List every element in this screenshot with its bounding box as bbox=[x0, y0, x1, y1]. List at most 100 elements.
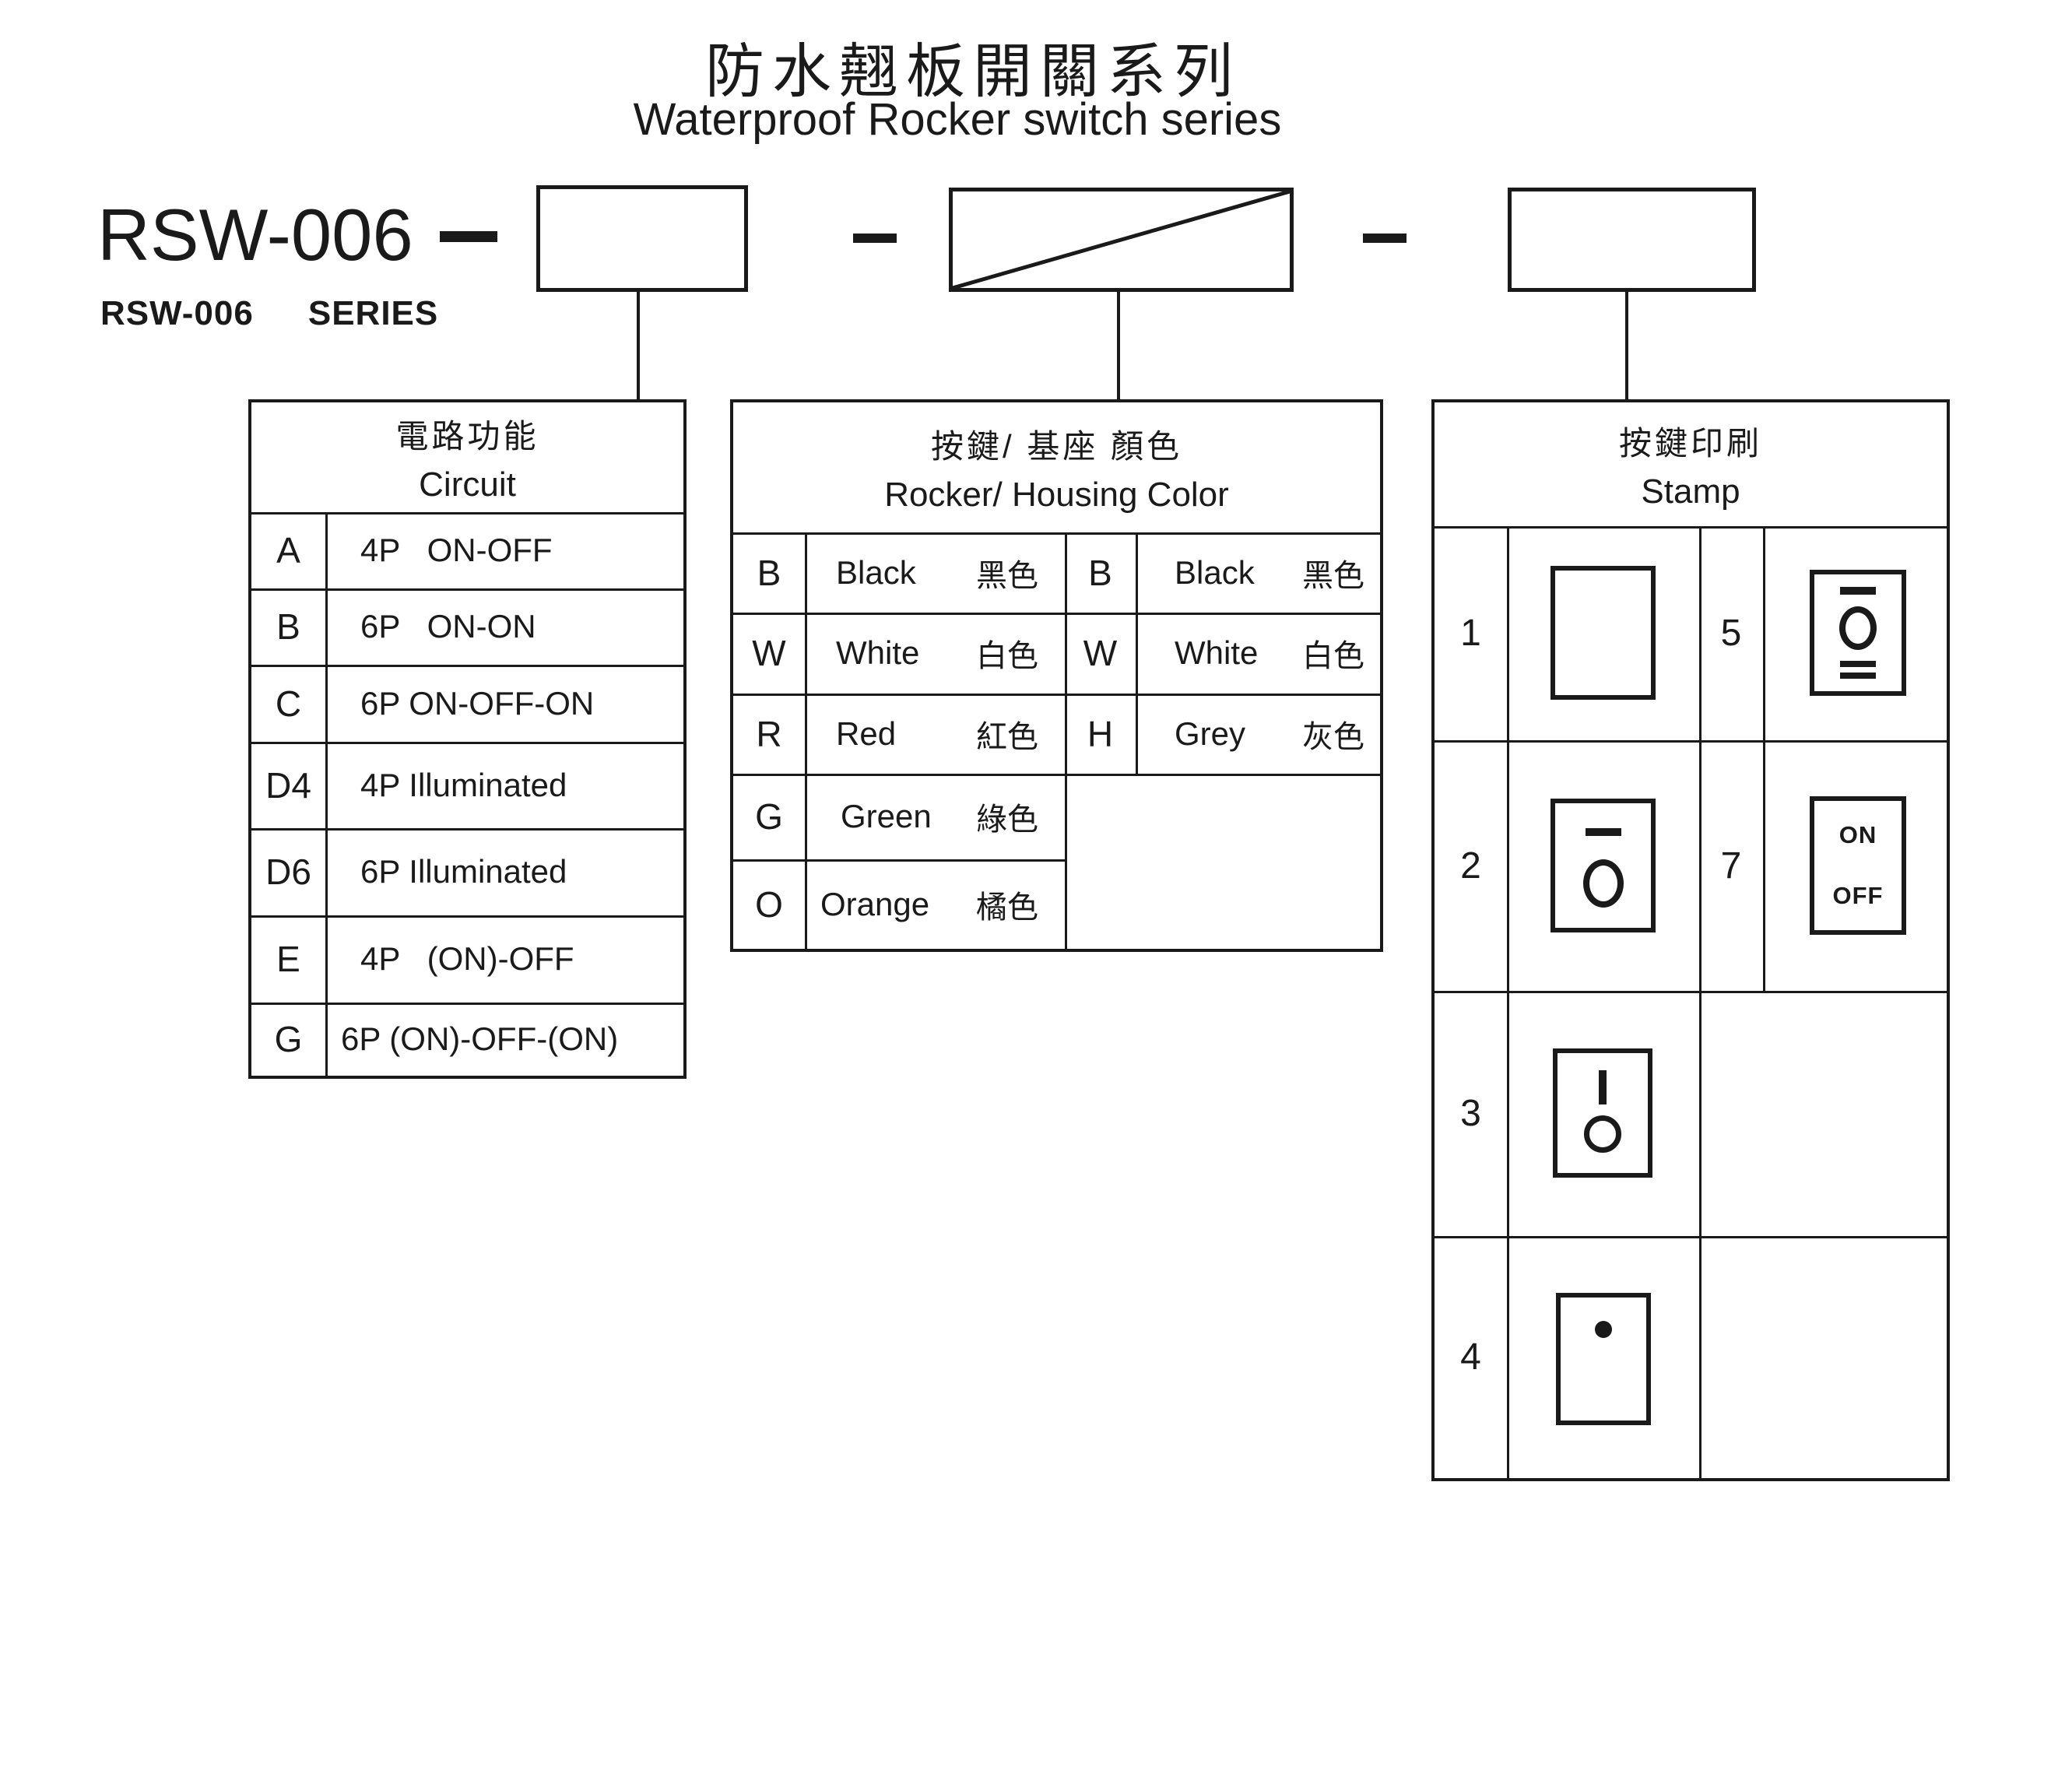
color-name-zh: 紅色 bbox=[976, 719, 1038, 754]
stamp-3-ibar-circle-rocker-icon bbox=[1553, 1048, 1652, 1178]
grid-line bbox=[251, 665, 683, 667]
stamp-num: 5 bbox=[1720, 613, 1742, 654]
stamp-table: 按鍵印刷 Stamp 1 2 3 4 5 7 bbox=[1431, 399, 1950, 1481]
bar-glyph bbox=[1840, 587, 1876, 595]
circuit-table: 電路功能 Circuit A 4P ON-OFF B 6P ON-ON C 6P… bbox=[248, 399, 687, 1079]
page-title-zh: 防水翹板開關系列 bbox=[705, 39, 1241, 105]
connector-circuit bbox=[637, 292, 640, 401]
circuit-code-box bbox=[536, 185, 748, 292]
bar-glyph bbox=[1585, 828, 1621, 836]
rocker-color-code: R bbox=[756, 713, 782, 754]
housing-color-code: W bbox=[1083, 633, 1118, 673]
color-header-en: Rocker/ Housing Color bbox=[884, 476, 1229, 514]
circuit-code: D4 bbox=[265, 764, 311, 806]
grid-line bbox=[251, 588, 683, 591]
grid-line bbox=[733, 694, 1380, 696]
circuit-desc: 4P Illuminated bbox=[360, 766, 567, 803]
grid-line bbox=[1435, 740, 1947, 743]
color-name-zh: 黑色 bbox=[1302, 558, 1364, 593]
dash-separator-3 bbox=[1363, 234, 1407, 243]
circle-glyph bbox=[1584, 1115, 1621, 1153]
circuit-desc: 6P (ON)-OFF-(ON) bbox=[341, 1020, 619, 1057]
grid-line bbox=[733, 774, 1380, 776]
dash-separator-2 bbox=[853, 234, 897, 243]
housing-color-code: H bbox=[1087, 713, 1114, 754]
series-code: RSW-006 bbox=[100, 294, 254, 332]
circle-glyph bbox=[1582, 859, 1624, 908]
color-code-box bbox=[949, 188, 1294, 292]
color-name-zh: 白色 bbox=[1302, 639, 1364, 673]
grid-line bbox=[251, 742, 683, 744]
rocker-color-code: B bbox=[757, 552, 781, 593]
rocker-color-name: Green 綠色 bbox=[805, 774, 1065, 859]
grid-line bbox=[251, 1003, 683, 1005]
diagonal-line-icon bbox=[953, 191, 1290, 288]
rocker-color-code: W bbox=[752, 633, 786, 673]
stamp-5-bar-circle-doublebar-rocker-icon bbox=[1810, 570, 1906, 696]
color-name-zh: 灰色 bbox=[1302, 719, 1364, 754]
series-label: RSW-006 SERIES bbox=[100, 294, 438, 333]
connector-stamp bbox=[1625, 292, 1628, 401]
grid-line bbox=[1507, 526, 1509, 1478]
housing-color-name: White 白色 bbox=[1136, 613, 1375, 694]
stamp-num: 7 bbox=[1720, 845, 1742, 887]
circuit-code: C bbox=[275, 683, 302, 724]
color-name-zh: 黑色 bbox=[976, 558, 1038, 593]
stamp-2-bar-circle-rocker-icon bbox=[1550, 799, 1656, 932]
stamp-num: 2 bbox=[1460, 845, 1481, 887]
stamp-header-zh: 按鍵印刷 bbox=[1618, 425, 1762, 462]
circuit-code: D6 bbox=[265, 852, 311, 892]
stamp-table-header: 按鍵印刷 Stamp bbox=[1435, 402, 1947, 526]
circuit-desc: 6P ON-OFF-ON bbox=[360, 684, 595, 722]
off-label: OFF bbox=[1832, 882, 1884, 909]
grid-line bbox=[805, 532, 807, 949]
circuit-code: G bbox=[274, 1019, 303, 1059]
color-name-en: White bbox=[836, 634, 920, 671]
grid-line bbox=[1435, 991, 1947, 993]
color-name-en: Orange bbox=[820, 885, 930, 922]
stamp-7-on-off-rocker-icon: ON OFF bbox=[1810, 796, 1906, 935]
rocker-color-name: Red 紅色 bbox=[805, 694, 1065, 774]
circuit-code: A bbox=[276, 530, 300, 571]
housing-color-name: Grey 灰色 bbox=[1136, 694, 1375, 774]
circuit-desc: 6P Illuminated bbox=[360, 853, 567, 890]
color-name-zh: 白色 bbox=[976, 639, 1038, 673]
grid-line bbox=[251, 512, 683, 514]
color-name-zh: 綠色 bbox=[976, 802, 1038, 837]
connector-color bbox=[1117, 292, 1120, 401]
rocker-color-name: White 白色 bbox=[805, 613, 1065, 694]
series-word: SERIES bbox=[307, 294, 439, 332]
color-name-zh: 橘色 bbox=[976, 890, 1038, 925]
color-table-header: 按鍵/ 基座 顏色 Rocker/ Housing Color bbox=[733, 402, 1380, 532]
circuit-code: B bbox=[276, 606, 300, 647]
color-name-en: Black bbox=[836, 553, 916, 591]
stamp-code-box bbox=[1508, 188, 1756, 292]
dot-glyph bbox=[1595, 1321, 1612, 1338]
grid-line bbox=[733, 859, 1065, 862]
page-title-en: Waterproof Rocker switch series bbox=[633, 94, 1282, 145]
grid-line bbox=[1136, 532, 1138, 774]
vertical-bar-glyph bbox=[1599, 1070, 1607, 1104]
color-name-en: Red bbox=[836, 715, 897, 752]
circuit-desc: 4P (ON)-OFF bbox=[360, 940, 574, 977]
color-table: 按鍵/ 基座 顏色 Rocker/ Housing Color B Black … bbox=[730, 399, 1383, 952]
grid-line bbox=[1435, 526, 1947, 529]
circuit-code: E bbox=[276, 939, 300, 979]
on-label: ON bbox=[1838, 821, 1877, 848]
grid-line bbox=[325, 512, 328, 1076]
stamp-num: 3 bbox=[1460, 1093, 1481, 1134]
circuit-desc: 4P ON-OFF bbox=[360, 532, 553, 568]
stamp-num: 4 bbox=[1460, 1336, 1481, 1378]
stamp-4-dot-rocker-icon bbox=[1556, 1293, 1651, 1425]
stamp-num: 1 bbox=[1460, 613, 1481, 654]
dash-separator-1 bbox=[440, 231, 497, 242]
rocker-color-name: Black 黑色 bbox=[805, 532, 1065, 613]
rocker-color-name: Orange 橘色 bbox=[805, 859, 1065, 949]
circuit-desc: 6P ON-ON bbox=[360, 608, 536, 644]
color-name-en: Green bbox=[841, 798, 932, 834]
circuit-table-header: 電路功能 Circuit bbox=[251, 402, 683, 512]
grid-line bbox=[733, 613, 1380, 615]
color-header-zh: 按鍵/ 基座 顏色 bbox=[930, 428, 1182, 465]
grid-line bbox=[733, 532, 1380, 535]
